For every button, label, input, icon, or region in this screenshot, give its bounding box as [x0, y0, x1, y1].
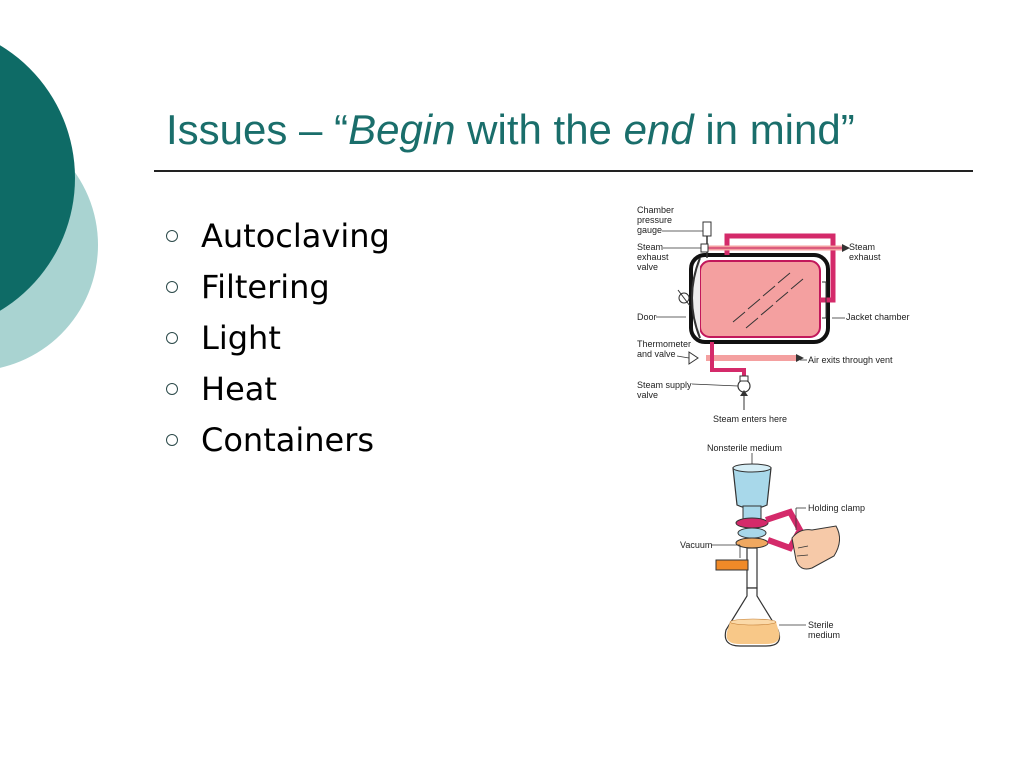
bullet-text: Light	[201, 318, 281, 357]
label-steam-enters: Steam enters here	[713, 414, 787, 424]
hand	[791, 525, 840, 570]
slide-title: Issues – “Begin with the end in mind”	[166, 104, 855, 156]
bullet-list: Autoclaving Filtering Light Heat Contain…	[166, 210, 390, 465]
label-vacuum: Vacuum	[680, 540, 712, 550]
steam-exhaust-valve	[700, 243, 709, 253]
jacket-bracket	[822, 281, 827, 319]
hollow-circle-bullet-icon	[166, 433, 178, 446]
title-emphasis-end: end	[623, 106, 694, 153]
sterilization-diagrams: Chamber pressure gauge Steam exhaust val…	[637, 205, 910, 647]
thermometer-valve	[688, 351, 699, 365]
bullet-text: Autoclaving	[201, 216, 390, 255]
label-steam-exhaust-valve: Steam exhaust valve	[637, 242, 671, 272]
vacuum-side-arm	[715, 559, 749, 571]
hollow-circle-bullet-icon	[166, 331, 178, 344]
bullet-item: Filtering	[166, 261, 390, 312]
holding-clamp	[765, 508, 804, 552]
pressure-gauge	[702, 221, 712, 237]
air-exit-arrow-icon	[796, 354, 804, 362]
title-emphasis-begin: Begin	[348, 106, 456, 153]
bullet-text: Containers	[201, 420, 375, 459]
label-door: Door	[637, 312, 657, 322]
hollow-circle-bullet-icon	[166, 280, 178, 293]
title-part-1: Issues – “	[166, 106, 349, 153]
bullet-item: Autoclaving	[166, 210, 390, 261]
bullet-text: Heat	[201, 369, 277, 408]
dark-teal-circle	[0, 45, 75, 311]
filtration-diagram: Nonsterile medium Holding clamp Vacuum S…	[680, 443, 865, 647]
title-divider	[154, 170, 973, 172]
steam-exhaust-arrow-icon	[842, 244, 850, 252]
bullet-text: Filtering	[201, 267, 330, 306]
filter-clamp-ring	[735, 517, 769, 529]
label-chamber-pressure-gauge: Chamber pressure gauge	[637, 205, 677, 235]
hollow-circle-bullet-icon	[166, 229, 178, 242]
steam-pipe-top	[724, 233, 836, 303]
label-air-exits: Air exits through vent	[808, 355, 893, 365]
label-holding-clamp: Holding clamp	[808, 503, 865, 513]
decorative-circles	[0, 45, 98, 368]
label-jacket-chamber: Jacket chamber	[846, 312, 910, 322]
title-part-3: in mind”	[693, 106, 855, 153]
bullet-item: Containers	[166, 414, 390, 465]
label-thermometer-and-valve: Thermometer and valve	[637, 339, 694, 359]
steam-inlet-pipe	[710, 342, 746, 380]
label-steam-exhaust: Steam exhaust	[849, 242, 881, 262]
funnel-cup	[732, 467, 772, 510]
sterile-medium-liquid	[726, 622, 780, 644]
steam-flow-arrows	[732, 272, 804, 329]
bullet-item: Heat	[166, 363, 390, 414]
autoclave-diagram: Chamber pressure gauge Steam exhaust val…	[637, 205, 910, 424]
hollow-circle-bullet-icon	[166, 382, 178, 395]
label-steam-supply-valve: Steam supply valve	[637, 380, 694, 400]
label-nonsterile-medium: Nonsterile medium	[707, 443, 782, 453]
autoclave-door	[691, 257, 701, 339]
label-sterile-medium: Sterile medium	[808, 620, 840, 640]
title-part-2: with the	[455, 106, 624, 153]
bullet-item: Light	[166, 312, 390, 363]
